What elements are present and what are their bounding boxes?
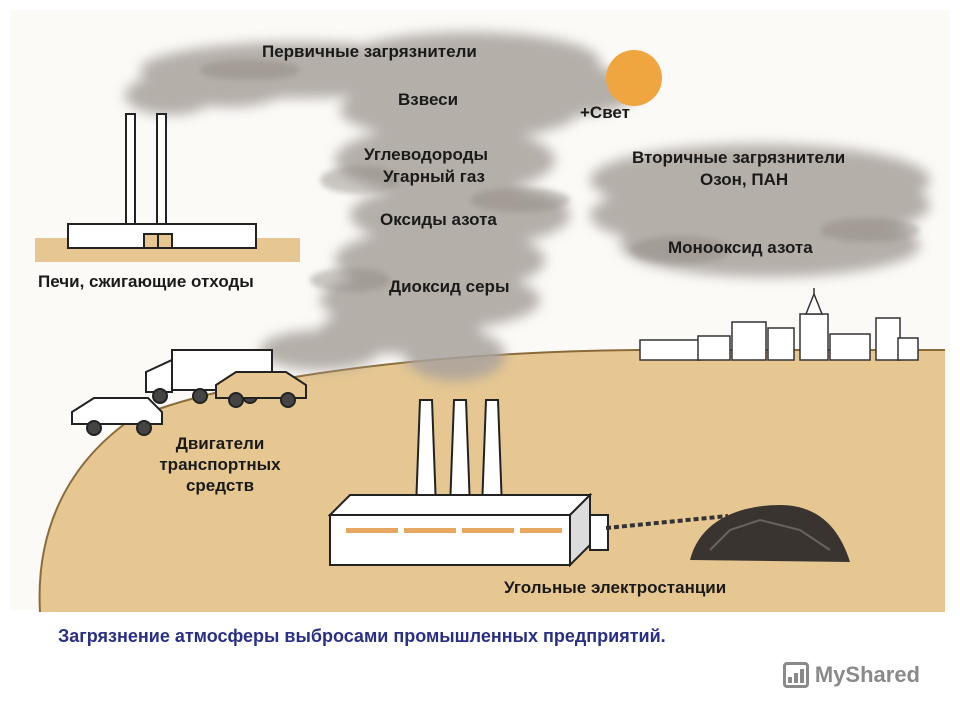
city-skyline-icon xyxy=(639,288,919,361)
coal-pile-icon xyxy=(605,505,850,562)
sun-icon xyxy=(606,50,662,106)
label-suspended: Взвеси xyxy=(398,90,459,109)
label-coal-power-plants: Угольные электростанции xyxy=(504,578,727,597)
car-icon xyxy=(71,397,163,436)
label-nitrogen-monoxide: Монооксид азота xyxy=(668,238,813,257)
figure-caption: Загрязнение атмосферы выбросами промышле… xyxy=(58,626,666,646)
label-hydrocarbons: Углеводороды xyxy=(364,145,489,164)
label-primary-pollutants: Первичные загрязнители xyxy=(262,42,477,61)
smoke-texture xyxy=(200,60,920,292)
label-light: +Свет xyxy=(580,103,630,122)
incinerator-icon xyxy=(67,113,257,249)
watermark-text: MyShared xyxy=(814,662,920,687)
label-nitrogen-oxides: Оксиды азота xyxy=(380,210,497,229)
label-ozone-pan: Озон, ПАН xyxy=(700,170,789,189)
label-vehicle-engines: Двигатели транспортных средств xyxy=(159,434,281,495)
label-carbon-monoxide: Угарный газ xyxy=(383,167,485,186)
watermark: MyShared xyxy=(782,662,920,688)
power-plant-icon xyxy=(327,399,609,568)
myshared-logo-icon xyxy=(782,662,809,688)
label-incinerators: Печи, сжигающие отходы xyxy=(38,272,254,291)
label-sulfur-dioxide: Диоксид серы xyxy=(389,277,510,296)
car-icon xyxy=(215,371,307,408)
label-secondary-pollutants: Вторичные загрязнители xyxy=(632,148,846,167)
